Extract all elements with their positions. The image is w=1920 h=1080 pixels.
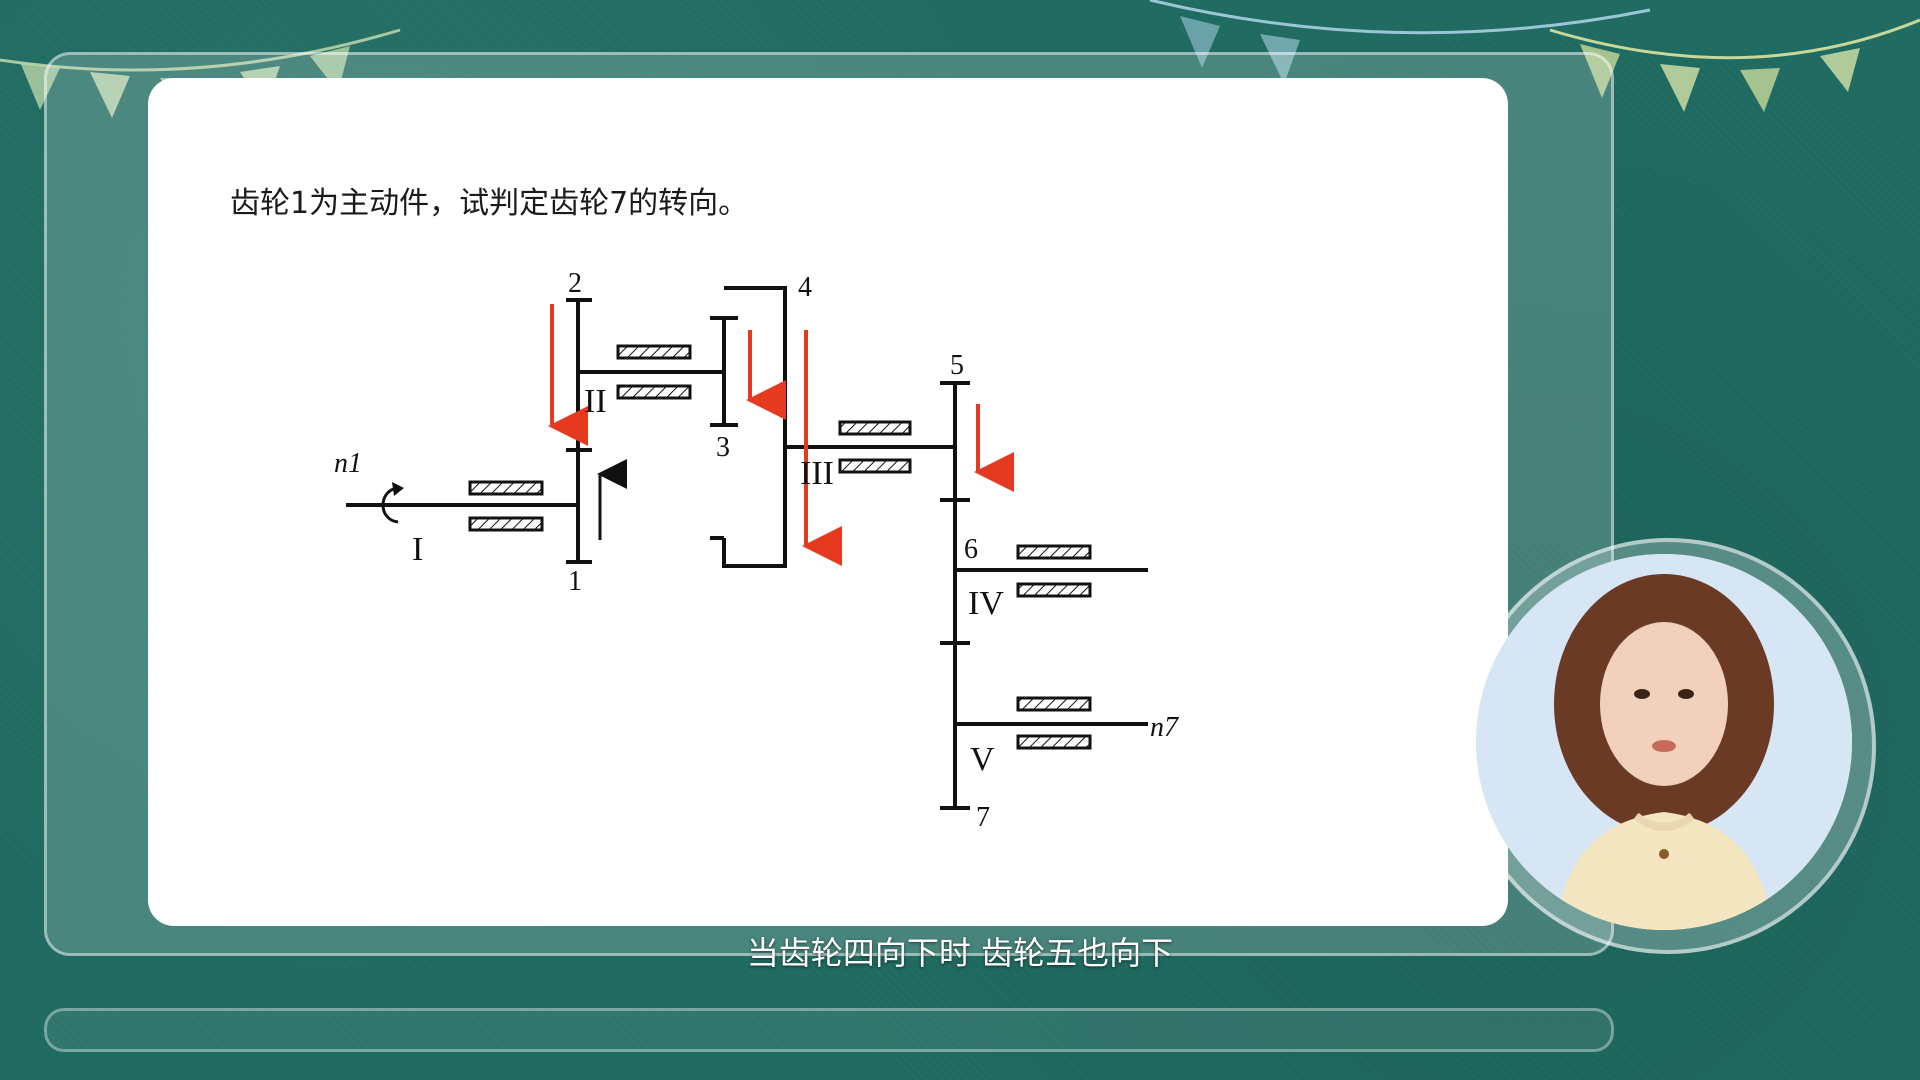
- output-speed-label: n7: [1150, 712, 1179, 743]
- gear-label-4: 4: [798, 272, 812, 303]
- gear-label-2: 2: [568, 268, 582, 299]
- shaft-label-2: II: [584, 383, 607, 420]
- gear-label-6: 6: [964, 534, 978, 565]
- shaft-label-1: I: [412, 531, 423, 568]
- question-text: 齿轮1为主动件，试判定齿轮7的转向。: [230, 186, 749, 221]
- gear-label-7: 7: [976, 802, 990, 833]
- avatar: [1476, 554, 1852, 930]
- gear-4-internal: [722, 286, 787, 568]
- gear-label-1: 1: [568, 566, 582, 597]
- content-board: [148, 78, 1508, 926]
- shaft-label-3: III: [800, 455, 834, 492]
- input-speed-label: n1: [334, 448, 362, 479]
- presenter-avatar-icon: [1476, 554, 1852, 930]
- subtitle-caption: 当齿轮四向下时 齿轮五也向下: [746, 934, 1174, 972]
- shafts-and-gears: [346, 286, 1148, 810]
- gear-label-3: 3: [716, 432, 730, 463]
- bottom-shelf: [44, 1008, 1614, 1052]
- shaft-label-5: V: [970, 741, 995, 778]
- direction-arrows: [548, 304, 1014, 566]
- gear-label-5: 5: [950, 350, 964, 381]
- bearings: [468, 344, 1092, 750]
- shaft-label-4: IV: [968, 585, 1004, 622]
